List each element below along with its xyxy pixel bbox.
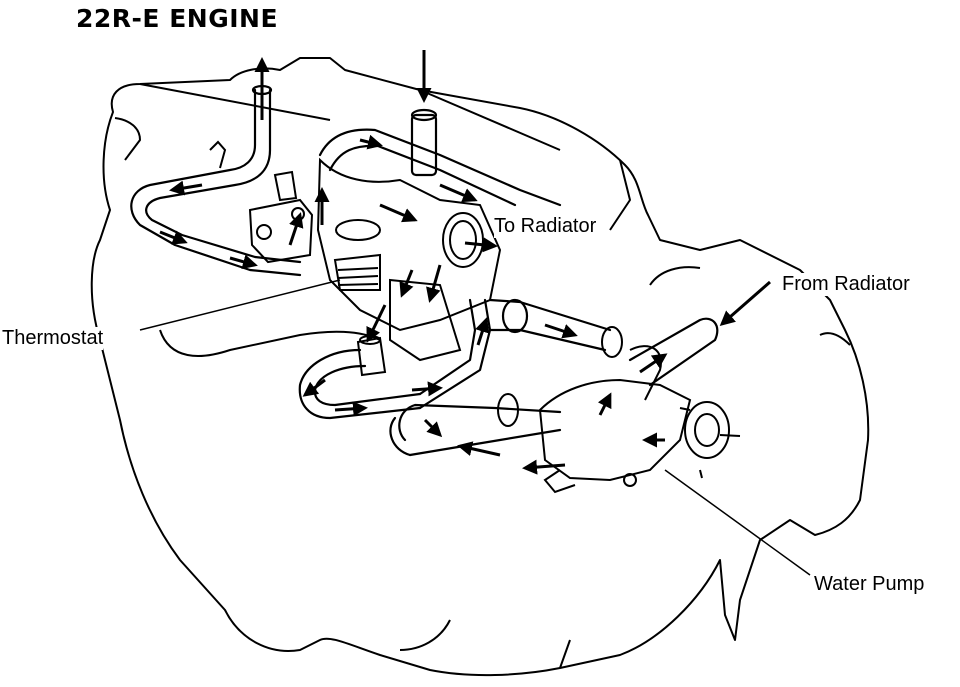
label-leader-lines: [139, 279, 811, 576]
to-radiator-label: To Radiator: [494, 215, 597, 238]
diagram-title: 22R-E ENGINE: [76, 4, 279, 33]
water-pump-body: [497, 326, 741, 494]
bypass-valve: [209, 140, 314, 264]
thermostat-housing: [316, 157, 502, 362]
water-pump-label: Water Pump: [814, 573, 925, 596]
thermostat-label: Thermostat: [2, 327, 104, 350]
temperature-sensor: [356, 335, 387, 377]
engine-block-outline: [90, 57, 870, 677]
coolant-pipes: [130, 84, 719, 457]
coolant-flow-arrows: [159, 50, 771, 475]
from-radiator-label: From Radiator: [782, 273, 910, 296]
